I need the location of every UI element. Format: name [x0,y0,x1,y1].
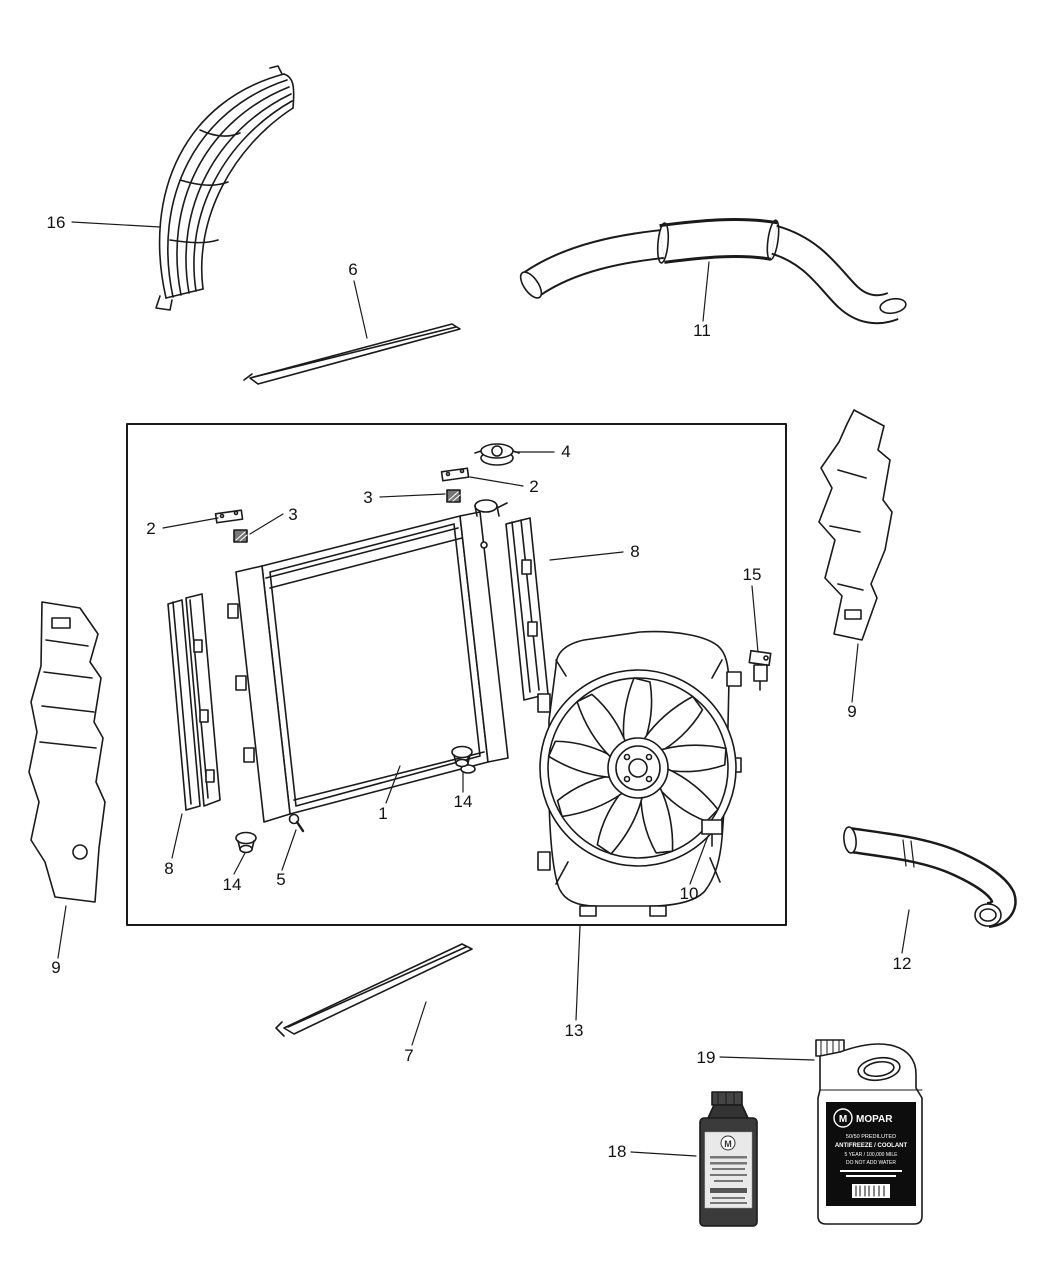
leader-15 [751,585,759,653]
callout-12-lower-hose[interactable]: 12 [893,954,912,973]
insulator-lower-right-part [451,745,473,768]
callout-16-fan-guard[interactable]: 16 [47,213,66,232]
fan-module-part [537,630,742,917]
callout-14-insulator-left[interactable]: 14 [223,875,242,894]
callout-9-baffle-left[interactable]: 9 [51,958,60,977]
callout-10-fan-motor[interactable]: 10 [680,884,699,903]
leader-5 [281,829,297,871]
callout-6-upper-seal[interactable]: 6 [348,260,357,279]
air-baffle-right-part [818,409,893,641]
leader-18 [630,1151,697,1157]
bracket-left-part [214,509,244,524]
jug-brand: MOPAR [856,1114,893,1125]
callout-3-insulator-right[interactable]: 3 [363,488,372,507]
fan-motor-connector [701,819,723,847]
callout-8-seal-left[interactable]: 8 [164,859,173,878]
callout-2-bracket-left[interactable]: 2 [146,519,155,538]
leader-11 [702,261,710,322]
clip-part [748,649,772,691]
lower-hose-part [843,826,1017,928]
jug-line1: 50/50 PREDILUTED [846,1134,896,1140]
leader-9-left [57,905,67,959]
air-seal-left-part [167,593,221,811]
callout-15-clip[interactable]: 15 [743,565,762,584]
callout-5-drain-cock[interactable]: 5 [276,870,285,889]
drain-cock-part [288,813,305,833]
jug-line4: DO NOT ADD WATER [846,1160,896,1166]
jug-line2: ANTIFREEZE / COOLANT [835,1143,908,1149]
leader-3-right [379,493,446,498]
callout-13-fan-module[interactable]: 13 [565,1021,584,1040]
callout-19-antifreeze-jug[interactable]: 19 [697,1048,716,1067]
assembly-box [126,423,787,926]
leader-lines [57,221,910,1157]
insulator-lower-left-part [235,831,257,854]
callout-9-baffle-right[interactable]: 9 [847,702,856,721]
leader-8-left [171,813,183,859]
jug-line3: 5 YEAR / 100,000 MILE [845,1152,899,1158]
leader-9-right [851,643,859,703]
mopar-logo-icon: M [724,1139,732,1149]
upper-hose-part [519,217,907,325]
leader-19 [719,1056,815,1061]
callout-4-radiator-cap[interactable]: 4 [561,442,570,461]
coolant-bottle-part: M [699,1091,758,1227]
callout-1-radiator[interactable]: 1 [378,804,387,823]
leader-2-left [162,517,219,529]
lower-seal-strip-part [275,943,473,1037]
mopar-logo-icon: M [839,1114,847,1125]
air-seal-right-part [505,517,549,701]
leader-6 [353,280,368,339]
callout-8-seal-right[interactable]: 8 [630,542,639,561]
bracket-right-part [440,467,470,482]
antifreeze-jug-part: M MOPAR 50/50 PREDILUTED ANTIFREEZE / CO… [815,1039,923,1225]
callouts: 16 6 11 4 2 3 3 2 8 15 9 1 14 8 14 5 10 … [47,213,912,1161]
callout-14-insulator-right[interactable]: 14 [454,792,473,811]
leader-14-left [233,852,246,875]
leader-8-right [549,551,624,561]
callout-7-lower-seal[interactable]: 7 [404,1046,413,1065]
leader-1 [385,765,401,804]
insulator-right-part [446,489,461,503]
radiator-cap-part [474,443,520,466]
callout-2-bracket-right[interactable]: 2 [529,477,538,496]
insulator-left-part [233,529,248,543]
callout-3-insulator-left[interactable]: 3 [288,505,297,524]
air-baffle-left-part [28,601,106,903]
upper-seal-strip-part [243,323,461,385]
leader-16 [71,221,161,228]
radiator-part [227,499,509,823]
leader-7 [411,1001,427,1046]
leader-3-left [249,513,284,535]
callout-11-upper-hose[interactable]: 11 [693,321,711,340]
leader-12 [901,909,910,954]
leader-13 [575,925,581,1021]
fan-guard-part [155,65,295,311]
leader-10 [689,835,709,885]
callout-18-coolant-bottle[interactable]: 18 [608,1142,627,1161]
leader-2-right [469,476,524,487]
